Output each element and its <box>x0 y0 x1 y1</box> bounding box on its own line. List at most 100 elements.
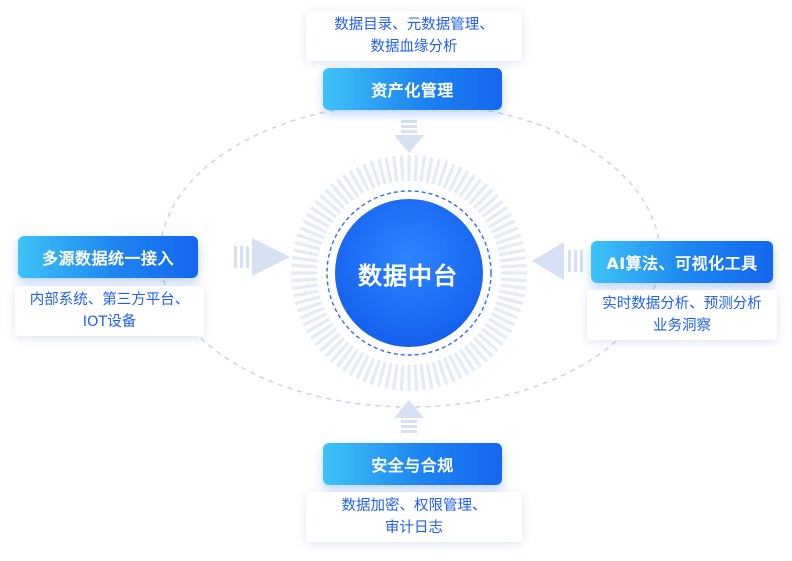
tick-mark <box>419 155 426 182</box>
tick-mark <box>309 206 334 224</box>
tick-mark <box>355 354 370 380</box>
left-desc-line-2: IOT设备 <box>82 314 137 330</box>
tick-mark <box>490 219 516 234</box>
left-desc-card: 内部系统、第三方平台、 IOT设备 <box>15 286 204 336</box>
right-title-button[interactable]: AI算法、可视化工具 <box>591 241 773 283</box>
tick-mark <box>481 327 504 347</box>
tick-mark <box>477 332 499 353</box>
top-arrow-icon <box>394 120 424 153</box>
tick-ring <box>291 155 527 391</box>
right-desc-line-1: 实时数据分析、预测分析 <box>602 296 762 312</box>
tick-mark <box>299 226 325 240</box>
tick-mark <box>442 357 456 383</box>
tick-mark <box>291 263 318 269</box>
tick-mark <box>369 359 381 386</box>
top-title-button[interactable]: 资产化管理 <box>323 68 502 110</box>
tick-mark <box>487 212 512 229</box>
tick-mark <box>431 361 442 388</box>
tick-mark <box>348 170 365 195</box>
bottom-desc-card: 数据加密、权限管理、 审计日志 <box>306 492 522 542</box>
tick-mark <box>495 233 522 245</box>
tick-mark <box>348 351 365 376</box>
core-circle <box>335 199 483 347</box>
tick-mark <box>500 283 527 290</box>
tick-mark <box>306 212 331 229</box>
tick-mark <box>472 336 494 358</box>
tick-mark <box>484 206 509 224</box>
tick-mark <box>329 183 350 205</box>
tick-mark <box>472 188 494 210</box>
tick-mark <box>463 345 483 368</box>
tick-mark <box>384 362 393 390</box>
tick-mark <box>376 158 387 185</box>
tick-mark <box>302 312 328 327</box>
tick-mark <box>493 226 519 240</box>
bottom-desc-line-2: 审计日志 <box>385 520 443 536</box>
tick-mark <box>342 173 360 198</box>
left-arrow-icon <box>234 238 290 276</box>
tick-mark <box>294 240 321 251</box>
tick-mark <box>481 199 504 219</box>
tick-mark <box>413 364 419 391</box>
tick-mark <box>500 256 527 263</box>
tick-mark <box>448 166 463 192</box>
tick-mark <box>369 160 381 187</box>
tick-mark <box>458 348 476 373</box>
tick-mark <box>342 348 360 373</box>
tick-mark <box>355 166 370 192</box>
tick-mark <box>296 301 323 313</box>
tick-mark <box>399 155 405 182</box>
tick-mark <box>453 170 470 195</box>
tick-mark <box>384 156 393 184</box>
tick-mark <box>306 317 331 334</box>
left-title-button[interactable]: 多源数据统一接入 <box>18 236 198 278</box>
tick-mark <box>484 322 509 340</box>
tick-mark <box>487 317 512 334</box>
tick-mark <box>319 332 341 353</box>
tick-mark <box>291 256 318 263</box>
tick-mark <box>376 361 387 388</box>
bottom-arrow-icon <box>394 400 424 433</box>
tick-mark <box>392 155 399 182</box>
right-desc-card: 实时数据分析、预测分析 业务洞察 <box>587 290 777 340</box>
tick-mark <box>437 160 449 187</box>
right-desc-line-2: 业务洞察 <box>653 318 711 334</box>
tick-mark <box>500 277 527 283</box>
tick-mark <box>477 193 499 214</box>
tick-mark <box>458 173 476 198</box>
tick-mark <box>419 364 426 391</box>
tick-mark <box>437 359 449 386</box>
bottom-title-button[interactable]: 安全与合规 <box>323 443 502 485</box>
tick-mark <box>296 233 323 245</box>
top-desc-line-2: 数据血缘分析 <box>370 39 458 55</box>
tick-mark <box>324 336 346 358</box>
tick-mark <box>319 193 341 214</box>
tick-mark <box>302 219 328 234</box>
tick-mark <box>291 283 318 290</box>
top-desc-card: 数据目录、元数据管理、 数据血缘分析 <box>306 11 522 61</box>
tick-mark <box>392 364 399 391</box>
tick-mark <box>495 301 522 313</box>
top-desc-line-1: 数据目录、元数据管理、 <box>334 17 494 33</box>
tick-mark <box>314 327 337 347</box>
center-label: 数据中台 <box>358 261 458 290</box>
tick-mark <box>362 163 376 189</box>
tick-mark <box>453 351 470 376</box>
tick-mark <box>299 306 325 320</box>
tick-mark <box>497 240 524 251</box>
tick-mark <box>498 289 526 298</box>
tick-mark <box>329 341 350 363</box>
tick-mark <box>335 345 355 368</box>
tick-mark <box>468 341 489 363</box>
tick-mark <box>468 183 489 205</box>
tick-mark <box>309 322 334 340</box>
tick-mark <box>294 295 321 306</box>
right-arrow-icon <box>532 242 583 280</box>
tick-mark <box>442 163 456 189</box>
tick-mark <box>500 263 527 269</box>
tick-mark <box>425 362 434 390</box>
tick-mark <box>463 178 483 201</box>
tick-mark <box>292 248 320 257</box>
tick-mark <box>497 295 524 306</box>
